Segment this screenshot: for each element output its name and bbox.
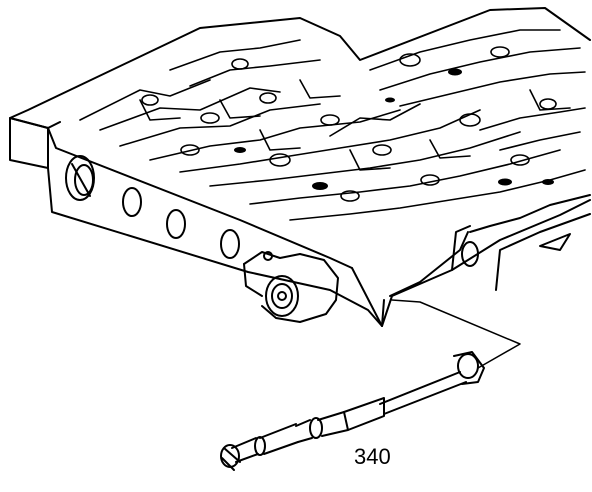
part-340-valve-pin (220, 351, 485, 471)
leader-line (391, 299, 521, 369)
solenoid-cap-assembly (243, 251, 339, 323)
check-ball-pockets (141, 46, 557, 202)
valve-bores (65, 155, 479, 267)
part-callout-340: 340 (354, 444, 391, 469)
fluid-channels (79, 29, 586, 221)
dark-detail-marks (234, 68, 554, 190)
valve-body-casting (9, 7, 591, 327)
